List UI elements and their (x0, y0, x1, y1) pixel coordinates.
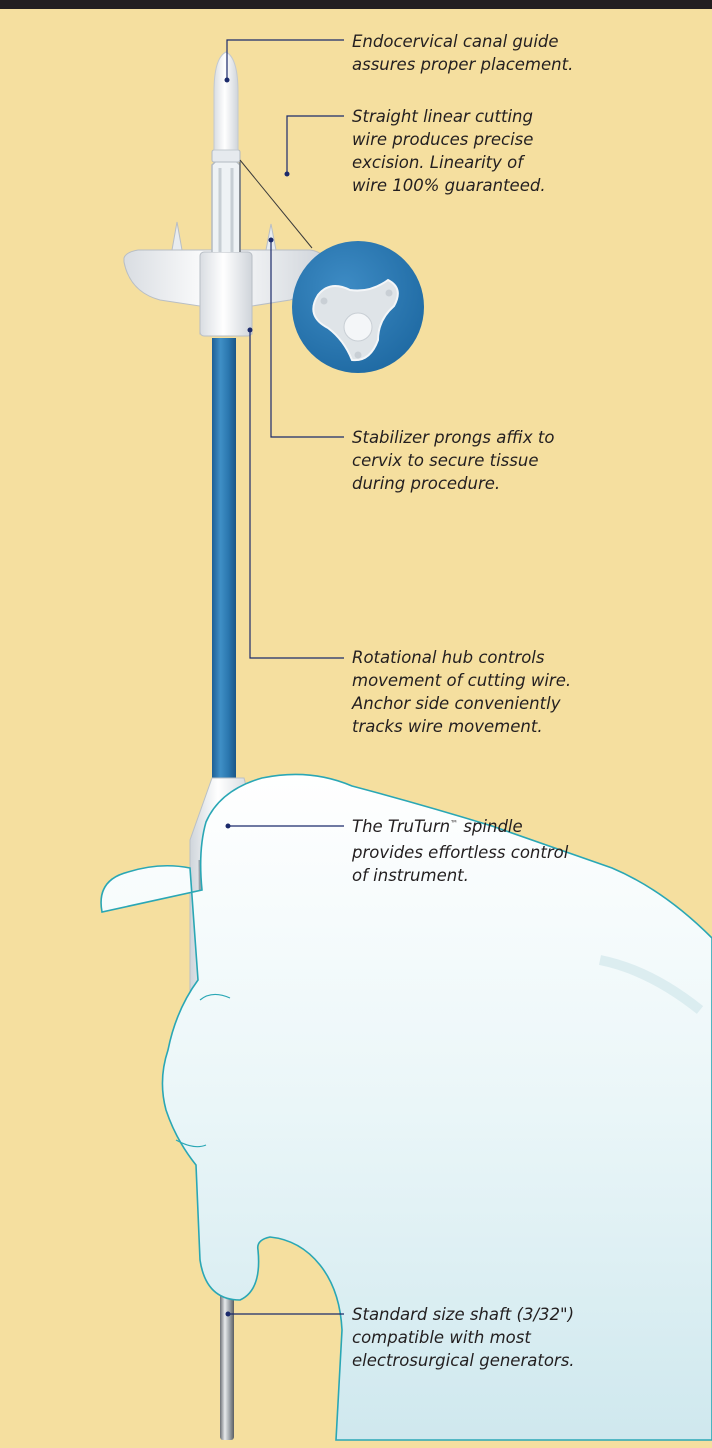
callout-shaft: Standard size shaft (3/32")compatible wi… (352, 1303, 702, 1372)
leader-line (227, 40, 344, 80)
endocervical-guide (214, 52, 238, 150)
stabilizer-prong (172, 222, 182, 250)
leader-line (287, 116, 344, 174)
blue-shaft (212, 338, 236, 780)
leader-line (250, 330, 344, 658)
